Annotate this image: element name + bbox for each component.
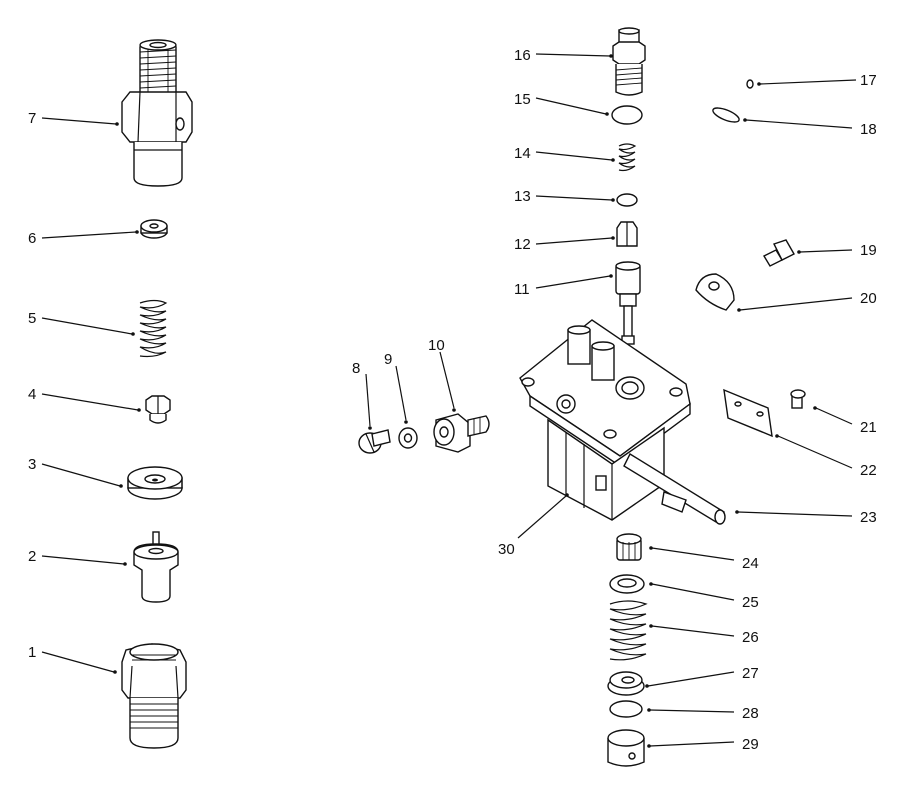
callout-10: 10 — [428, 337, 445, 354]
part-8-screw — [358, 429, 391, 454]
callout-lines — [41, 53, 857, 748]
callout-18: 18 — [860, 121, 877, 138]
callout-29: 29 — [742, 736, 759, 753]
callout-21: 21 — [860, 419, 877, 436]
part-1-retaining-nut — [121, 643, 187, 749]
callout-labels: 1 2 3 4 5 6 7 8 9 10 11 12 13 14 15 16 1… — [28, 47, 877, 753]
callout-28: 28 — [742, 705, 759, 722]
part-27-spring-seat — [607, 671, 645, 696]
part-2-nozzle — [133, 531, 179, 603]
callout-1: 1 — [28, 644, 36, 661]
part-3-distance-piece — [127, 466, 183, 500]
part-13-ring — [616, 193, 638, 207]
part-14-spring — [618, 143, 637, 172]
callout-8: 8 — [352, 360, 360, 377]
part-5-spring — [139, 299, 168, 358]
part-26-spring — [609, 600, 648, 661]
callout-30: 30 — [498, 541, 515, 558]
part-21-screw — [790, 389, 806, 409]
part-15-o-ring — [611, 105, 643, 125]
part-20-lever — [695, 273, 735, 311]
part-22-plate — [723, 388, 773, 438]
callout-26: 26 — [742, 629, 759, 646]
callout-24: 24 — [742, 555, 759, 572]
callout-2: 2 — [28, 548, 36, 565]
callout-11: 11 — [514, 281, 530, 298]
callout-16: 16 — [514, 47, 531, 64]
callout-12: 12 — [514, 236, 531, 253]
part-11-plunger — [615, 261, 641, 345]
callout-19: 19 — [860, 242, 877, 259]
callout-3: 3 — [28, 456, 36, 473]
part-12-delivery-valve — [616, 221, 638, 247]
part-6-washer — [140, 219, 168, 239]
callout-5: 5 — [28, 310, 36, 327]
part-16-delivery-valve-holder — [612, 27, 646, 96]
part-28-ring — [609, 700, 643, 718]
part-17-pin — [746, 79, 754, 89]
callout-22: 22 — [860, 462, 877, 479]
callout-23: 23 — [860, 509, 877, 526]
part-25-washer — [609, 574, 645, 594]
callout-15: 15 — [514, 91, 531, 108]
part-24-sleeve — [616, 533, 642, 561]
part-7-nozzle-holder-body — [121, 39, 193, 187]
callout-6: 6 — [28, 230, 36, 247]
part-4-pressure-pin — [145, 395, 171, 424]
callout-4: 4 — [28, 386, 36, 403]
callout-20: 20 — [860, 290, 877, 307]
part-9-washer — [398, 427, 418, 449]
callout-25: 25 — [742, 594, 759, 611]
part-10-fitting — [433, 413, 490, 453]
part-29-tappet — [607, 729, 645, 767]
callout-7: 7 — [28, 110, 36, 127]
callout-9: 9 — [384, 351, 392, 368]
part-30-pump-housing — [519, 319, 726, 525]
callout-13: 13 — [514, 188, 531, 205]
callout-14: 14 — [514, 145, 531, 162]
callout-17: 17 — [860, 72, 877, 89]
callout-27: 27 — [742, 665, 759, 682]
part-18-o-ring — [712, 107, 740, 123]
part-19-bolt — [763, 239, 795, 267]
